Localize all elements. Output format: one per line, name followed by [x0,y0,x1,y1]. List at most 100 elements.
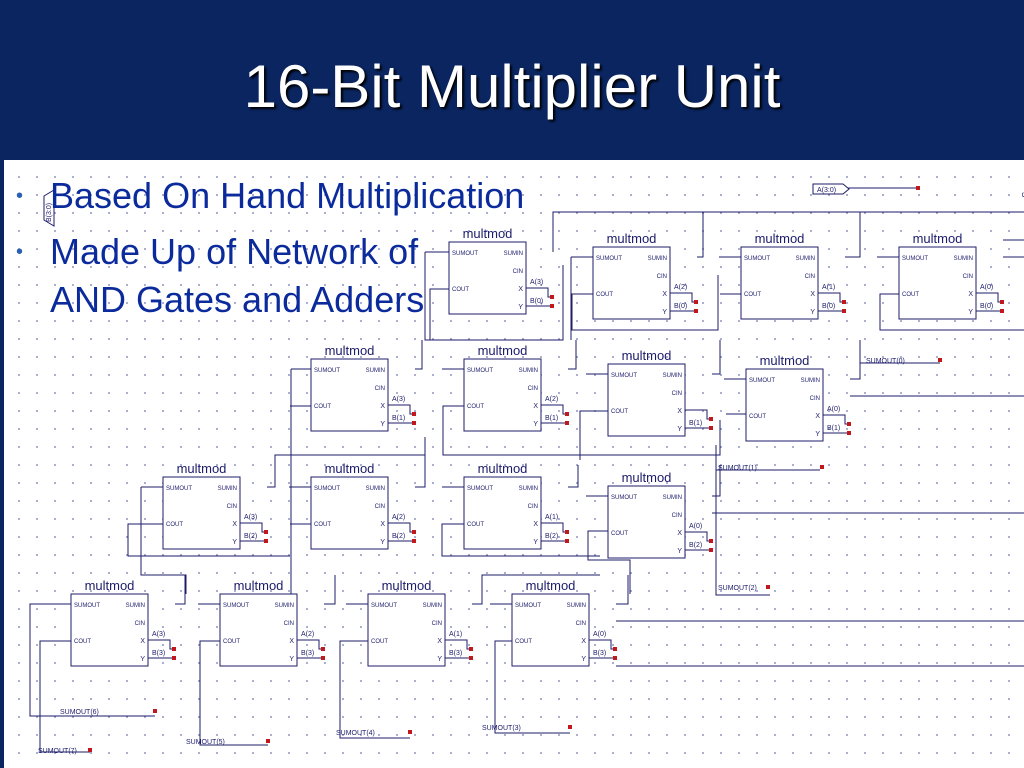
port-cin-label: CIN [672,513,682,519]
right-edge-label: S [1020,192,1024,197]
pin-terminal [565,530,569,534]
module-box [219,593,298,667]
pin-terminal [766,585,770,589]
port-cin-label: CIN [805,274,815,280]
wire [616,575,629,605]
port-sumout-label: SUMOUT [452,251,478,257]
port-cout-label: COUT [515,639,532,645]
port-sumout-label: SUMOUT [74,603,100,609]
pin-terminal [412,530,416,534]
a-input-label: A(2) [545,396,558,403]
pin-terminal [172,647,176,651]
pin-terminal [408,730,412,734]
port-sumout-label: SUMOUT [314,486,340,492]
port-cin-label: CIN [227,504,237,510]
port-cout-label: COUT [74,639,91,645]
wire [441,523,600,557]
port-x-label: X [662,291,667,298]
port-cin-label: CIN [513,269,523,275]
wire [415,455,426,488]
port-sumout-label: SUMOUT [744,256,770,262]
a-input-label: A(0) [827,406,840,413]
x-input-wire [823,414,849,425]
port-sumin-label: SUMIN [796,256,815,262]
port-y-label: Y [677,548,682,555]
port-cout-label: COUT [166,522,183,528]
wire [127,523,290,557]
wire [175,575,186,605]
pin-terminal [938,358,942,362]
port-cout-label: COUT [467,522,484,528]
wire [199,640,268,746]
module-name-label: multmod [234,578,284,593]
bullet-text: Made Up of Network of AND Gates and Adde… [50,231,425,320]
x-input-wire [685,409,711,420]
wire [324,575,336,605]
pin-terminal [709,548,713,552]
wire [494,640,570,734]
port-cout-label: COUT [223,639,240,645]
module-name-label: multmod [463,226,513,241]
module-name-label: multmod [607,231,657,246]
pin-terminal [264,530,268,534]
left-bus-label: B(3:0) [46,203,53,222]
slide-title: 16-Bit Multiplier Unit [243,53,781,120]
port-cout-label: COUT [902,292,919,298]
pin-terminal [820,465,824,469]
pin-terminal [469,647,473,651]
a-input-label: A(3) [244,514,257,521]
a-input-label: A(0) [593,631,606,638]
port-x-label: X [518,286,523,293]
bus-flag-shape [812,183,850,195]
wire [29,603,155,717]
bullet-text: Based On Hand Multiplication [50,175,525,216]
b-input-label: B(1) [392,415,405,422]
module-box [310,476,389,550]
pin-terminal [694,309,698,313]
pin-terminal [321,647,325,651]
b-input-label: B(1) [545,415,558,422]
pin-terminal [613,647,617,651]
pin-terminal [550,304,554,308]
port-cin-label: CIN [432,621,442,627]
b-input-label: B(0) [822,303,835,310]
input-bus-flag: A(3:0) [812,183,850,195]
port-cout-label: COUT [314,404,331,410]
port-sumout-label: SUMOUT [166,486,192,492]
a-input-label: A(1) [822,284,835,291]
b-input-label: B(3) [449,650,462,657]
sumout-output-label: SUMOUT(1) [718,465,757,472]
port-cout-label: COUT [467,404,484,410]
output-labels: SUMOUT(0)SUMOUT(1)SUMOUT(2)SUMOUT(3)SUMO… [38,358,905,755]
port-cout-label: COUT [744,292,761,298]
wire [579,410,608,460]
port-x-label: X [815,413,820,420]
sumout-output-label: SUMOUT(4) [336,730,375,737]
pin-terminal [842,309,846,313]
port-sumout-label: SUMOUT [467,368,493,374]
pin-terminal [565,421,569,425]
port-y-label: Y [289,656,294,663]
port-sumout-label: SUMOUT [611,495,637,501]
port-y-label: Y [518,304,523,311]
port-sumin-label: SUMIN [663,495,682,501]
port-cin-label: CIN [963,274,973,280]
port-sumin-label: SUMIN [801,378,820,384]
port-y-label: Y [380,421,385,428]
wire [140,487,187,594]
module-box [898,246,977,320]
port-cout-label: COUT [452,287,469,293]
sumout-output-label: SUMOUT(0) [866,358,905,365]
wire [568,465,579,488]
x-input-wire [526,287,552,298]
pin-terminal [568,725,572,729]
left-edge-strip [0,160,4,768]
pin-terminal [565,412,569,416]
x-input-wire [445,639,471,650]
port-sumout-label: SUMOUT [749,378,775,384]
pin-terminal [709,417,713,421]
